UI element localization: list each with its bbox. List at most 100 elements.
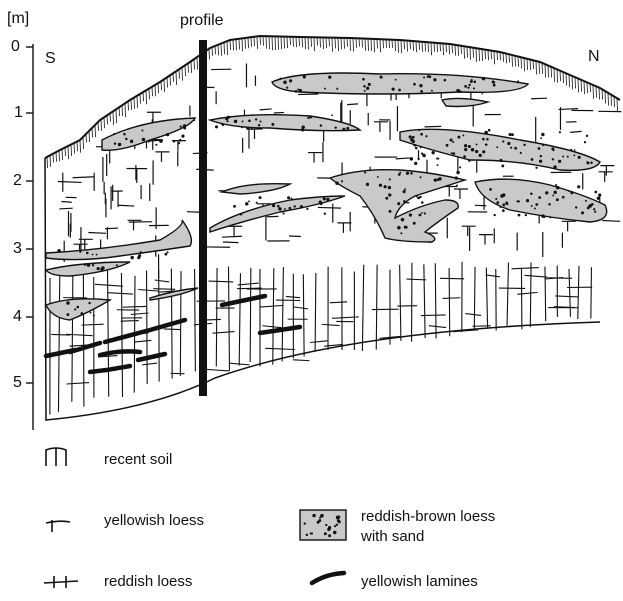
soil-hatch <box>443 43 444 55</box>
sand-dot <box>558 160 561 163</box>
sand-dot <box>594 191 597 194</box>
sand-dot <box>591 203 594 206</box>
sand-dot <box>420 133 423 136</box>
soil-hatch <box>293 37 294 47</box>
sand-dot <box>116 264 118 266</box>
sand-dot <box>531 205 533 207</box>
sand-dot <box>140 251 142 253</box>
soil-hatch <box>317 37 318 45</box>
sand-dot <box>514 147 517 150</box>
sand-dot <box>395 79 397 81</box>
soil-hatch <box>362 38 363 47</box>
loess-dash <box>223 242 239 243</box>
soil-hatch <box>476 48 477 62</box>
soil-hatch <box>305 37 306 49</box>
sand-dot <box>552 158 554 160</box>
soil-hatch <box>473 48 474 58</box>
sand-dot <box>279 78 281 80</box>
sand-dot <box>309 115 312 118</box>
sand-dot <box>130 140 133 143</box>
grid-vertical <box>400 265 401 341</box>
soil-hatch <box>104 117 105 128</box>
sand-dot <box>473 80 476 83</box>
legend-sand-dot <box>325 524 327 526</box>
legend-sand-dot <box>336 524 338 526</box>
soil-hatch <box>227 41 228 55</box>
sand-dot <box>464 144 467 147</box>
sand-dot <box>485 144 487 146</box>
sand-dot <box>240 213 243 216</box>
sand-dot <box>473 87 475 89</box>
sand-dot <box>590 161 592 163</box>
sand-dot <box>568 190 570 192</box>
soil-hatch <box>323 37 324 49</box>
sand-dot <box>433 78 436 81</box>
sand-dot <box>86 252 89 255</box>
sand-dot <box>431 90 433 92</box>
grid-horizontal <box>407 279 427 280</box>
soil-hatch <box>194 59 195 69</box>
loess-dash <box>59 208 72 209</box>
sand-dot <box>552 195 554 197</box>
sand-lens <box>102 118 195 150</box>
grid-vertical <box>435 263 436 338</box>
sand-lens <box>222 184 290 194</box>
soil-hatch <box>191 61 192 73</box>
sand-dot <box>412 136 415 139</box>
sand-dot <box>541 214 545 218</box>
grid-horizontal <box>465 314 481 316</box>
loess-dash <box>562 221 576 231</box>
sand-dot <box>586 161 588 163</box>
soil-hatch <box>122 105 123 116</box>
sand-dot <box>148 141 150 143</box>
sand-dot <box>562 196 565 199</box>
sand-dot <box>364 172 366 174</box>
sand-dot <box>542 144 544 146</box>
sand-dot <box>437 178 440 181</box>
sand-dot <box>413 222 416 225</box>
sand-dot <box>362 78 365 81</box>
sand-dot <box>300 205 303 208</box>
soil-hatch <box>218 45 219 55</box>
loess-dash <box>602 220 620 221</box>
soil-hatch <box>98 122 99 131</box>
sand-dot <box>535 167 537 169</box>
sand-dot <box>502 209 505 212</box>
sand-dot <box>455 176 458 179</box>
sand-dot <box>421 153 423 155</box>
legend-yellowish-loess-label: yellowish loess <box>104 512 204 530</box>
soil-hatch <box>395 40 396 51</box>
sand-dot <box>379 184 382 187</box>
sand-dot <box>180 125 182 127</box>
soil-hatch <box>53 154 54 163</box>
soil-hatch <box>488 50 489 60</box>
loess-dash <box>599 172 613 182</box>
sand-dot <box>242 121 244 123</box>
sand-dot <box>421 212 423 214</box>
depth-tick-5: 5 <box>13 374 22 392</box>
grid-horizontal <box>260 305 284 307</box>
grid-horizontal <box>429 326 446 328</box>
soil-hatch <box>470 47 471 59</box>
grid-vertical <box>530 263 531 328</box>
soil-hatch <box>188 63 189 72</box>
soil-hatch <box>377 39 378 48</box>
sand-dot <box>464 148 467 151</box>
sand-dot <box>493 84 496 87</box>
soil-hatch <box>110 113 111 121</box>
soil-hatch <box>308 37 309 49</box>
sand-dot <box>287 196 290 199</box>
grid-horizontal <box>123 306 146 307</box>
soil-hatch <box>329 38 330 47</box>
sand-dot <box>410 172 413 175</box>
grid-vertical <box>58 276 59 412</box>
soil-hatch <box>197 57 198 70</box>
grid-horizontal <box>486 275 500 277</box>
sand-dot <box>256 202 258 204</box>
soil-hatch <box>587 82 588 93</box>
sand-dot <box>437 164 439 166</box>
sand-dot <box>538 147 541 150</box>
sand-dot <box>271 123 274 126</box>
soil-hatch <box>581 80 582 92</box>
sand-dot <box>88 302 90 304</box>
